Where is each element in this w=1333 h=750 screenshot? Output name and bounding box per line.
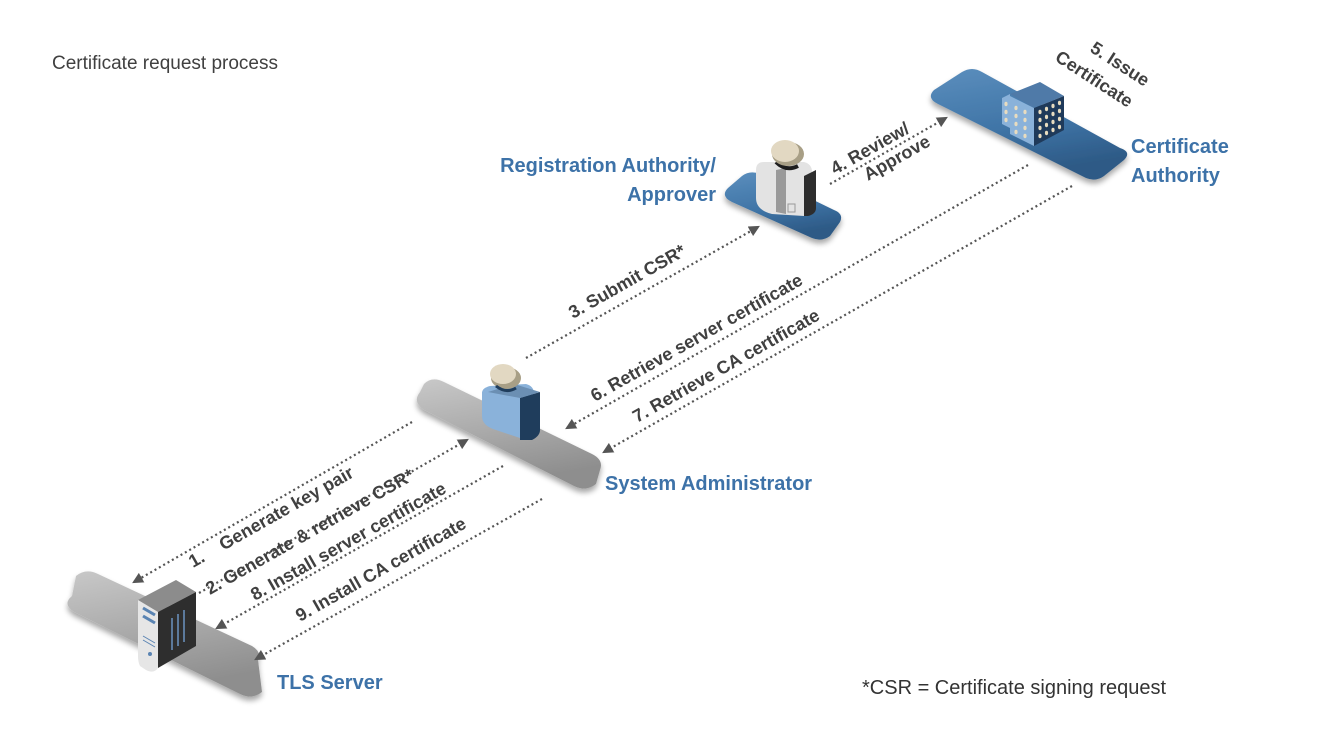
building-window bbox=[1004, 117, 1008, 123]
building-window bbox=[1014, 105, 1018, 111]
certificate-authority-label-line1: Certificate bbox=[1131, 136, 1229, 158]
building-window bbox=[1044, 114, 1049, 120]
building-window bbox=[1038, 117, 1042, 123]
building-window bbox=[1014, 129, 1018, 135]
arrow-step-6 bbox=[565, 164, 1029, 430]
arrow-step-7 bbox=[602, 185, 1073, 454]
building-window bbox=[1057, 124, 1062, 130]
system-admin-label: System Administrator bbox=[605, 473, 812, 495]
building-window bbox=[1057, 100, 1062, 106]
building-window bbox=[1051, 119, 1055, 125]
building-window bbox=[1004, 101, 1008, 107]
arrow-step-1 bbox=[132, 421, 413, 584]
arrow-step-4 bbox=[829, 116, 948, 185]
building-window bbox=[1023, 117, 1027, 123]
building-window bbox=[1023, 109, 1027, 115]
building-windows bbox=[1004, 100, 1062, 139]
building-window bbox=[1057, 108, 1062, 114]
building-window bbox=[1023, 133, 1027, 139]
building-window bbox=[1057, 116, 1062, 122]
registration-authority-node bbox=[724, 140, 842, 240]
building-window bbox=[1051, 103, 1055, 109]
approver-icon bbox=[756, 140, 816, 216]
diagram-title: Certificate request process bbox=[52, 53, 278, 74]
building-window bbox=[1014, 113, 1018, 119]
building-window bbox=[1051, 127, 1055, 133]
building-window bbox=[1038, 125, 1042, 131]
certificate-authority-node bbox=[930, 69, 1128, 180]
tls-server-label: TLS Server bbox=[277, 672, 383, 694]
user-icon bbox=[482, 364, 540, 440]
system-admin-node bbox=[416, 364, 601, 489]
registration-authority-label-line2: Approver bbox=[627, 184, 716, 206]
tls-server-node bbox=[67, 571, 262, 697]
building-window bbox=[1014, 121, 1018, 127]
building-window bbox=[1004, 109, 1008, 115]
building-window bbox=[1044, 122, 1049, 128]
building-window bbox=[1038, 133, 1042, 139]
building-window bbox=[1051, 111, 1055, 117]
arrow-step-8 bbox=[215, 465, 504, 630]
server-icon bbox=[138, 580, 196, 672]
building-window bbox=[1023, 125, 1027, 131]
arrow-step-2 bbox=[198, 438, 469, 594]
step-3-label: 3. Submit CSR* bbox=[565, 241, 689, 323]
csr-footnote: *CSR = Certificate signing request bbox=[862, 677, 1166, 699]
building-window bbox=[1044, 106, 1049, 112]
building-window bbox=[1044, 130, 1049, 136]
registration-authority-label-line1: Registration Authority/ bbox=[500, 155, 716, 177]
building-window bbox=[1038, 109, 1042, 115]
certificate-authority-label-line2: Authority bbox=[1131, 165, 1221, 187]
